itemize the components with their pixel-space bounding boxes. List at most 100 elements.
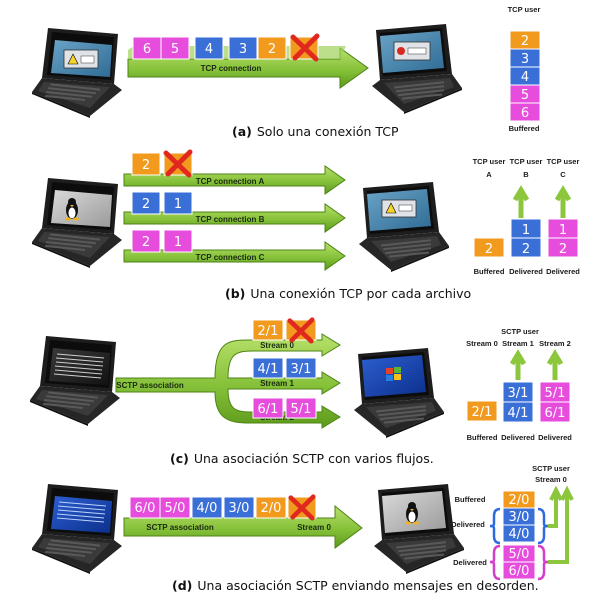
packet-label: 6/0: [135, 501, 156, 516]
stream-label: Stream 0: [297, 523, 331, 532]
stack-label: 2: [485, 242, 493, 257]
packet-label: 5/1: [291, 402, 312, 417]
windows-logo-icon: [386, 367, 401, 381]
user-title: SCTP user: [532, 464, 570, 473]
panel-c: SCTP association Stream 0 Stream 1 Strea…: [30, 320, 572, 466]
stack-label: 2: [522, 242, 530, 257]
delivered-arrow: [548, 485, 574, 564]
caption-text: Una asociación SCTP enviando mensajes en…: [197, 578, 538, 593]
packet-label: 6: [143, 42, 151, 57]
caption-c: (c)Una asociación SCTP con varios flujos…: [170, 451, 434, 466]
delivered-arrow: [554, 185, 572, 218]
panel-b: TCP connection A TCP connection B TCP co…: [32, 152, 580, 301]
laptop-icon: [372, 24, 462, 114]
packet-label: 2: [142, 197, 150, 212]
caption-a: (a) Solo una conexión TCP: [232, 124, 399, 139]
packet-label: 1: [174, 197, 182, 212]
packet-label: 3/1: [291, 362, 312, 377]
state-label: Buffered: [455, 495, 486, 504]
packet-label: 3: [239, 42, 247, 57]
stream-label: Stream 1: [260, 379, 294, 388]
user-title: TCP user: [547, 157, 580, 166]
packet-label: 3/0: [229, 501, 250, 516]
packet-label: 5: [171, 42, 179, 57]
packet-label: 2: [142, 158, 150, 173]
stack-label: 6/0: [509, 564, 530, 579]
arrow-label: SCTP association: [146, 523, 214, 532]
panel-a: TCP connection 6 5 4 3 2: [32, 5, 541, 139]
user-sub: B: [523, 170, 529, 179]
stack-label: 6/1: [545, 406, 566, 421]
stack-label: 4/0: [509, 527, 530, 542]
user-title: TCP user: [510, 157, 543, 166]
stack-label: 3/1: [508, 386, 529, 401]
stack-label: 5/0: [509, 547, 530, 562]
state-label: Delivered: [453, 558, 487, 567]
stack-label: 2/0: [509, 493, 530, 508]
stack-label: 2: [521, 34, 529, 49]
user-sub: A: [486, 170, 492, 179]
packet-label: 4: [205, 42, 213, 57]
state-label: Delivered: [451, 520, 485, 529]
user-footer: Delivered: [546, 267, 580, 276]
packet-label: 2: [268, 42, 276, 57]
arrow-label: TCP connection B: [196, 215, 265, 224]
stack-label: 3/0: [509, 510, 530, 525]
arrow-label: SCTP association: [116, 381, 184, 390]
stack-label: 1: [559, 223, 567, 238]
laptop-icon: [32, 178, 122, 268]
user-footer: Delivered: [501, 433, 535, 442]
stack-title: TCP user: [508, 5, 541, 14]
delivered-arrow: [509, 349, 527, 380]
caption-text: Una asociación SCTP con varios flujos.: [194, 451, 434, 466]
caption-text: Una conexión TCP por cada archivo: [250, 286, 471, 301]
packet-label: 2: [142, 235, 150, 250]
caption-letter: (a): [232, 124, 252, 139]
caption-d: (d) Una asociación SCTP enviando mensajes…: [172, 578, 539, 593]
stream-head: Stream 0: [466, 339, 498, 348]
caption-text: Solo una conexión TCP: [257, 124, 399, 139]
laptop-icon: [354, 348, 444, 438]
laptop-icon: [30, 336, 120, 426]
user-sub: C: [560, 170, 566, 179]
stack-label: 5: [521, 88, 529, 103]
laptop-icon: [374, 484, 464, 574]
stack-footer: Buffered: [509, 124, 540, 133]
laptop-icon: [359, 182, 449, 272]
stack-label: 1: [522, 223, 530, 238]
buffer-stack: 2 3 4 5 6: [509, 30, 541, 122]
stack-label: 4/1: [508, 406, 529, 421]
laptop-icon: [32, 28, 122, 118]
arrow-label: TCP connection C: [196, 253, 265, 262]
laptop-icon: [32, 484, 122, 574]
user-footer: Delivered: [538, 433, 572, 442]
caption-b: (b)Una conexión TCP por cada archivo: [225, 286, 471, 301]
tux-penguin-icon: [65, 198, 79, 221]
panel-d: SCTP association Stream 0 6/0 5/0 4/0 3/…: [32, 464, 574, 593]
packet-label: 2/0: [261, 501, 282, 516]
tcp-connection-arrow: TCP connection C: [123, 241, 346, 271]
caption-letter: (d): [172, 578, 192, 593]
packet-row: 6/0 5/0 4/0 3/0 2/0: [129, 497, 317, 518]
error-dialog-icon: [393, 41, 431, 61]
user-footer: Buffered: [474, 267, 505, 276]
stack-label: 2/1: [472, 405, 493, 420]
tux-penguin-icon: [405, 502, 419, 525]
warning-dialog-icon: [381, 199, 417, 218]
arrow-label: TCP connection: [201, 64, 262, 73]
stack-label: 4: [521, 70, 529, 85]
tcp-connection-arrow: TCP connection A: [123, 165, 346, 195]
user-title: TCP user: [473, 157, 506, 166]
delivered-arrow: [512, 185, 530, 218]
packet-label: 4/0: [197, 501, 218, 516]
user-footer: Buffered: [467, 433, 498, 442]
warning-dialog-icon: [63, 49, 99, 69]
stack-label: 2: [559, 242, 567, 257]
stream-head: Stream 1: [502, 339, 534, 348]
packet-label: 2/1: [258, 324, 279, 339]
tcp-connection-arrow: TCP connection B: [123, 203, 346, 233]
user-sub: Stream 0: [535, 475, 567, 484]
stack-label: 3: [521, 52, 529, 67]
user-title: SCTP user: [501, 327, 539, 336]
